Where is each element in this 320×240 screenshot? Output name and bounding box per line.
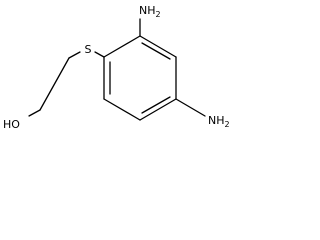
ring-bond — [103, 98, 141, 121]
ring-bond — [139, 98, 177, 121]
bond-ch2-to-oxygen — [28, 109, 41, 117]
bond-ring-to-sulfur — [94, 51, 105, 58]
amine-right-label: NH2 — [208, 114, 230, 129]
bond-sulfur-to-ch2 — [68, 51, 81, 59]
chemical-structure: NH2 NH2 S HO — [3, 4, 230, 131]
ring-double-bond — [141, 96, 171, 114]
ring-double-bond — [141, 42, 171, 60]
bond-ring-to-amine-right — [175, 98, 206, 117]
bond-ch2-to-ch2 — [39, 57, 70, 111]
amine-top-label: NH2 — [139, 4, 161, 19]
ring-bond — [103, 35, 141, 58]
sulfur-label: S — [85, 43, 92, 56]
hydroxyl-label: HO — [3, 118, 20, 131]
benzene-ring — [103, 35, 177, 121]
ring-bond — [139, 35, 177, 58]
